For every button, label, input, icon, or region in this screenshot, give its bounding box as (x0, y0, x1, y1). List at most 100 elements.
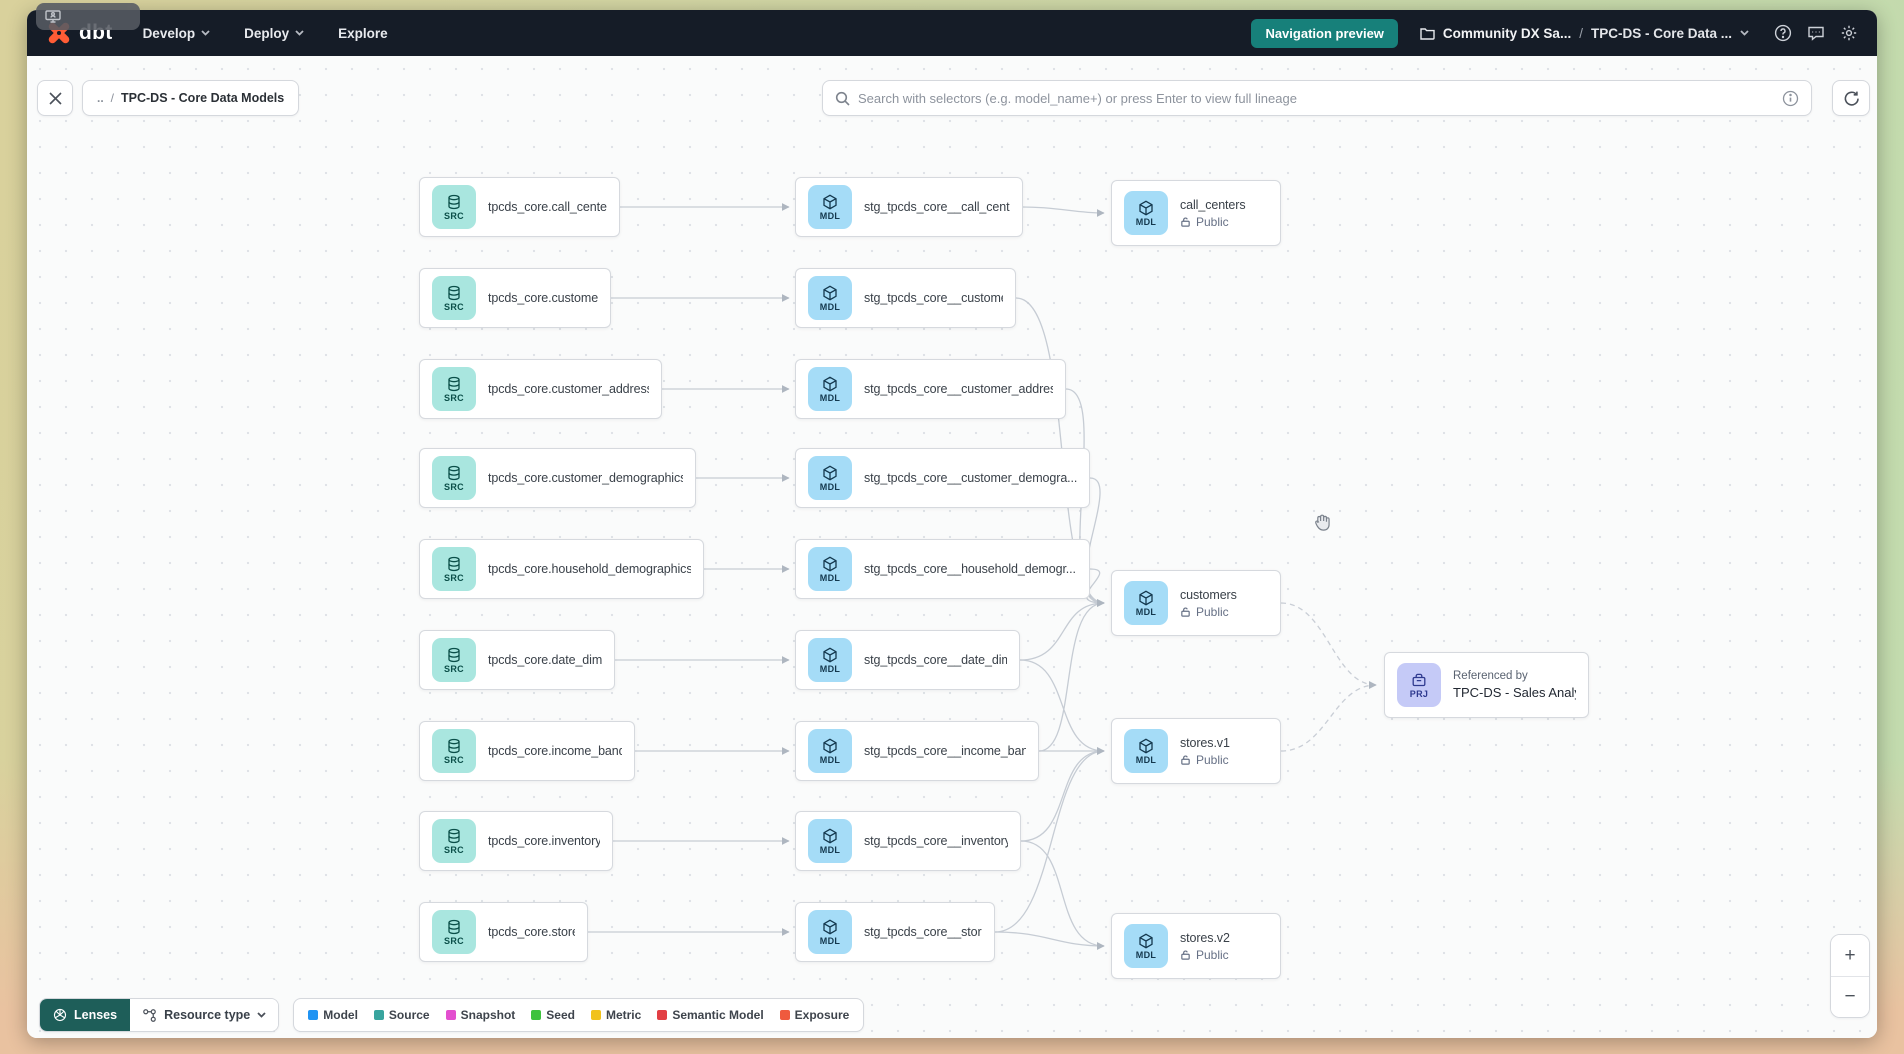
lineage-node-model[interactable]: MDL stg_tpcds_core__income_band (795, 721, 1039, 781)
lineage-node-public-model[interactable]: MDL call_centers Public (1111, 180, 1281, 246)
info-icon[interactable] (1782, 90, 1799, 107)
model-badge: MDL (808, 547, 852, 591)
lineage-node-model[interactable]: MDL stg_tpcds_core__household_demogr... (795, 539, 1090, 599)
folder-icon (1420, 27, 1435, 40)
lenses-button[interactable]: Lenses (40, 999, 131, 1031)
lineage-node-source[interactable]: SRC tpcds_core.call_center (419, 177, 620, 237)
nav-item-deploy[interactable]: Deploy (244, 26, 304, 41)
database-icon (448, 647, 460, 662)
legend-item-metric: Metric (590, 1008, 641, 1022)
model-badge: MDL (808, 729, 852, 773)
chevron-down-icon[interactable] (1740, 30, 1749, 36)
project-title: TPC-DS - Sales Analytics (1453, 685, 1576, 700)
database-icon (448, 285, 460, 300)
help-icon[interactable] (1773, 23, 1793, 43)
lineage-node-source[interactable]: SRC tpcds_core.household_demographics (419, 539, 704, 599)
database-icon (448, 828, 460, 843)
lock-icon (1181, 755, 1190, 765)
cube-icon (823, 919, 837, 934)
cube-icon (823, 285, 837, 300)
resource-type-icon (143, 1008, 156, 1022)
navigation-preview-button[interactable]: Navigation preview (1251, 18, 1398, 48)
nav-item-explore[interactable]: Explore (338, 25, 388, 41)
lock-icon (1181, 607, 1190, 617)
lineage-node-source[interactable]: SRC tpcds_core.income_band (419, 721, 635, 781)
model-badge: MDL (808, 367, 852, 411)
path-up-dots: .. (97, 91, 104, 105)
lineage-node-public-model[interactable]: MDL stores.v2 Public (1111, 913, 1281, 979)
lineage-node-source[interactable]: SRC tpcds_core.customer (419, 268, 611, 328)
zoom-out-button[interactable]: − (1831, 976, 1869, 1017)
bottom-controls: Lenses Resource type Model Source Snapsh… (39, 998, 865, 1032)
model-badge: MDL (1124, 581, 1168, 625)
lineage-node-model[interactable]: MDL stg_tpcds_core__customer_demogra... (795, 448, 1090, 508)
lineage-node-public-model[interactable]: MDL stores.v1 Public (1111, 718, 1281, 784)
close-icon (48, 91, 62, 105)
breadcrumb-separator: / (1579, 25, 1583, 41)
lineage-node-model[interactable]: MDL stg_tpcds_core__store (795, 902, 995, 962)
source-badge: SRC (432, 729, 476, 773)
lock-icon (1181, 217, 1190, 227)
legend-color-swatch (445, 1010, 456, 1020)
gear-icon[interactable] (1839, 23, 1859, 43)
database-icon (448, 465, 460, 480)
source-badge: SRC (432, 910, 476, 954)
close-lineage-button[interactable] (37, 80, 73, 116)
legend-item-seed: Seed (531, 1008, 575, 1022)
lineage-node-model[interactable]: MDL stg_tpcds_core__date_dim (795, 630, 1020, 690)
project-badge: PRJ (1397, 663, 1441, 707)
lineage-node-source[interactable]: SRC tpcds_core.customer_demographics (419, 448, 696, 508)
model-badge: MDL (808, 276, 852, 320)
lineage-node-model[interactable]: MDL stg_tpcds_core__call_center (795, 177, 1023, 237)
model-badge: MDL (808, 638, 852, 682)
database-icon (448, 738, 460, 753)
visibility-row: Public (1180, 215, 1246, 229)
lineage-node-public-model[interactable]: MDL customers Public (1111, 570, 1281, 636)
resource-type-selector[interactable]: Resource type (130, 999, 279, 1031)
breadcrumb-page[interactable]: TPC-DS - Core Data ... (1590, 25, 1732, 41)
cube-icon (823, 194, 837, 209)
refresh-button[interactable] (1832, 80, 1870, 116)
chevron-down-icon (295, 30, 304, 36)
lineage-node-source[interactable]: SRC tpcds_core.store (419, 902, 588, 962)
lineage-node-model[interactable]: MDL stg_tpcds_core__customer (795, 268, 1016, 328)
legend-item-snapshot: Snapshot (445, 1008, 515, 1022)
feedback-icon[interactable] (1806, 23, 1826, 43)
refresh-icon (1844, 90, 1859, 106)
app-window: dbt Develop Deploy Explore Navigation pr… (27, 10, 1877, 1038)
model-badge: MDL (1124, 191, 1168, 235)
breadcrumb-project[interactable]: Community DX Sa... (1442, 25, 1572, 41)
lineage-node-model[interactable]: MDL stg_tpcds_core__customer_address (795, 359, 1066, 419)
search-icon (835, 91, 850, 106)
project-caption: Referenced by (1453, 670, 1528, 682)
path-label: TPC-DS - Core Data Models (121, 91, 285, 105)
nav-item-develop[interactable]: Develop (143, 26, 211, 41)
source-badge: SRC (432, 547, 476, 591)
lineage-node-model[interactable]: MDL stg_tpcds_core__inventory (795, 811, 1021, 871)
legend-item-model: Model (308, 1008, 358, 1022)
lineage-path-chip[interactable]: .. / TPC-DS - Core Data Models (82, 80, 300, 116)
legend-color-swatch (657, 1010, 668, 1020)
lock-icon (1181, 950, 1190, 960)
chevron-down-icon (201, 30, 210, 36)
lineage-node-source[interactable]: SRC tpcds_core.customer_address (419, 359, 662, 419)
legend-color-swatch (373, 1010, 384, 1020)
lineage-node-source[interactable]: SRC tpcds_core.date_dim (419, 630, 615, 690)
cube-icon (1139, 933, 1153, 948)
lens-control-group: Lenses Resource type (39, 998, 280, 1032)
cube-icon (1139, 590, 1153, 605)
legend-item-source: Source (373, 1008, 430, 1022)
project-icon (1412, 673, 1426, 686)
lineage-node-project[interactable]: PRJ Referenced by TPC-DS - Sales Analyti… (1384, 652, 1589, 718)
search-input[interactable] (858, 90, 1774, 106)
legend-color-swatch (590, 1010, 601, 1020)
zoom-in-button[interactable]: + (1831, 935, 1869, 976)
database-icon (448, 919, 460, 934)
database-icon (448, 194, 460, 209)
navbar-icons (1773, 23, 1859, 43)
source-badge: SRC (432, 276, 476, 320)
cube-icon (823, 828, 837, 843)
source-badge: SRC (432, 638, 476, 682)
visibility-row: Public (1180, 605, 1237, 619)
lineage-node-source[interactable]: SRC tpcds_core.inventory (419, 811, 613, 871)
